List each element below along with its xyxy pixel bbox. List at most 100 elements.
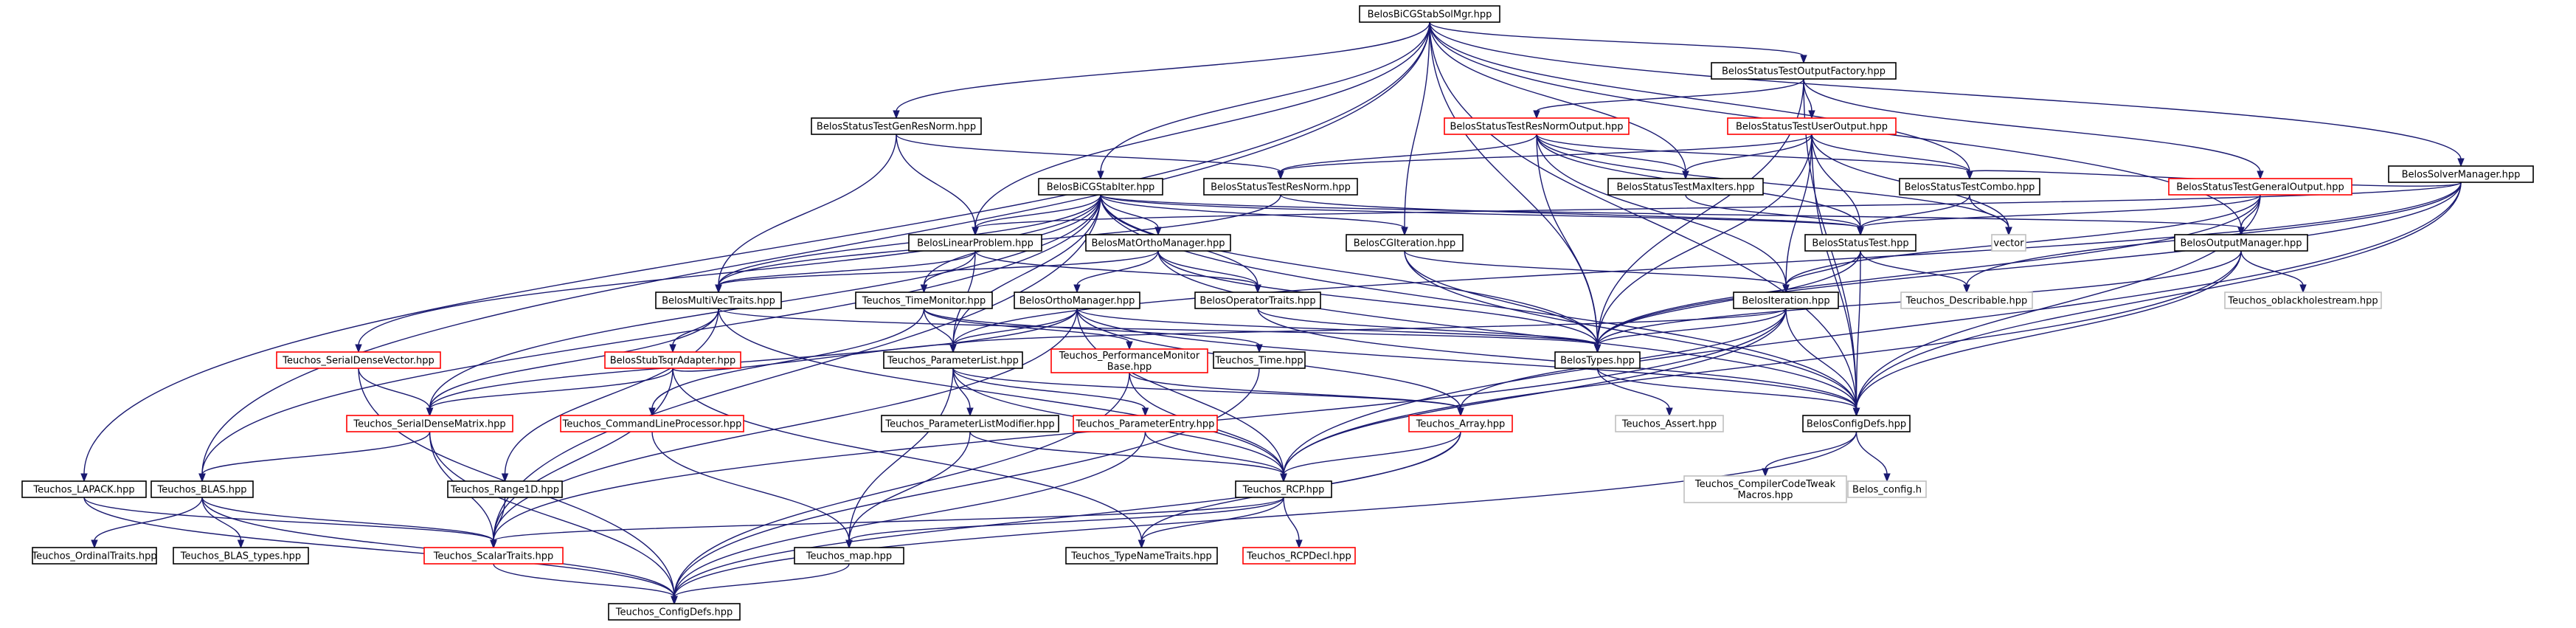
node-box [1346, 234, 1464, 252]
node-label: BelosOutputManager.hpp [2180, 238, 2302, 249]
node-label: BelosSolverManager.hpp [2402, 170, 2521, 181]
dependency-edge-timemon-to-cmdline [648, 308, 925, 417]
node-vector: vector [1991, 234, 2026, 252]
node-time[interactable]: Teuchos_Time.hpp [1213, 351, 1306, 369]
node-genoutput[interactable]: BelosStatusTestGeneralOutput.hpp [2168, 178, 2352, 196]
node-maxiters[interactable]: BelosStatusTestMaxIters.hpp [1607, 178, 1764, 196]
node-cgiter[interactable]: BelosCGIteration.hpp [1346, 234, 1464, 252]
node-blas[interactable]: Teuchos_BLAS.hpp [150, 480, 254, 498]
dependency-edge-rcp-to-scalartraits [490, 497, 1284, 549]
node-label: Teuchos_TypeNameTraits.hpp [1070, 551, 1212, 562]
node-label: BelosStatusTestResNorm.hpp [1211, 182, 1351, 193]
node-label: Teuchos_Assert.hpp [1621, 419, 1717, 430]
node-stubtsqr[interactable]: BelosStubTsqrAdapter.hpp [604, 351, 741, 369]
dependency-edge-root-to-solvermgr [1429, 21, 2465, 168]
node-label: BelosConfigDefs.hpp [1807, 419, 1906, 430]
node-range1d[interactable]: Teuchos_Range1D.hpp [447, 480, 563, 498]
node-label: BelosStatusTestResNormOutput.hpp [1450, 122, 1624, 133]
dependency-edge-paramlist-to-paramentry [952, 368, 1149, 417]
node-box [1235, 480, 1332, 498]
node-label: BelosLinearProblem.hpp [917, 238, 1033, 249]
dependency-edge-matortho-to-mvtraits [715, 250, 1159, 294]
node-box [1899, 178, 2040, 196]
node-box [1065, 547, 1218, 565]
node-box [1711, 62, 1897, 80]
node-useroutput[interactable]: BelosStatusTestUserOutput.hpp [1727, 117, 1897, 135]
dependency-edge-genoutput-to-outmgr [2237, 194, 2261, 236]
node-configdefs[interactable]: BelosConfigDefs.hpp [1802, 415, 1911, 432]
node-genresnorm[interactable]: BelosStatusTestGenResNorm.hpp [811, 117, 982, 135]
node-label: Teuchos_SerialDenseVector.hpp [282, 356, 434, 367]
node-plmodifier[interactable]: Teuchos_ParameterListModifier.hpp [881, 415, 1059, 432]
node-box [1554, 351, 1641, 369]
node-outmgr[interactable]: BelosOutputManager.hpp [2174, 234, 2308, 252]
node-label: Teuchos_ParameterEntry.hpp [1076, 419, 1215, 430]
dependency-edge-bicgiter-to-cgiter [1100, 194, 1408, 236]
node-paramlist[interactable]: Teuchos_ParameterList.hpp [883, 351, 1023, 369]
node-box [423, 547, 564, 565]
node-mvtraits[interactable]: BelosMultiVecTraits.hpp [655, 291, 782, 309]
node-belostypes[interactable]: BelosTypes.hpp [1554, 351, 1641, 369]
node-combo[interactable]: BelosStatusTestCombo.hpp [1899, 178, 2040, 196]
dependency-edge-bicgiter-to-serialdensevec [355, 194, 1101, 353]
dependency-edge-bicgiter-to-linprob [972, 194, 1101, 236]
node-outfactory[interactable]: BelosStatusTestOutputFactory.hpp [1711, 62, 1897, 80]
node-solvermgr[interactable]: BelosSolverManager.hpp [2388, 165, 2534, 183]
node-cmdline[interactable]: Teuchos_CommandLineProcessor.hpp [560, 415, 744, 432]
node-box [1213, 351, 1306, 369]
node-linprob[interactable]: BelosLinearProblem.hpp [908, 234, 1042, 252]
node-lapack[interactable]: Teuchos_LAPACK.hpp [21, 480, 147, 498]
dependency-edge-perfmon-to-array [1129, 372, 1464, 417]
dependency-edge-map-to-tconfigdefs [671, 563, 850, 605]
node-blastypes[interactable]: Teuchos_BLAS_types.hpp [173, 547, 309, 565]
node-label: Teuchos_RCPDecl.hpp [1246, 551, 1351, 562]
node-timemon[interactable]: Teuchos_TimeMonitor.hpp [855, 291, 993, 309]
dependency-edge-useroutput-to-maxiters [1682, 134, 1812, 180]
node-serialdensevec[interactable]: Teuchos_SerialDenseVector.hpp [276, 351, 441, 369]
dependency-edge-stubtsqr-to-paramlist [672, 344, 957, 372]
node-label: Base.hpp [1107, 362, 1152, 373]
node-root[interactable]: BelosBiCGStabSolMgr.hpp [1359, 5, 1500, 23]
node-label: Teuchos_PerformanceMonitor [1059, 351, 1200, 362]
node-box [2224, 291, 2382, 309]
dependency-edge-linprob-to-optraits [974, 250, 1261, 294]
edges-layer [80, 21, 2465, 605]
dependency-edge-matortho-to-configdefs [1157, 250, 1860, 417]
node-box [2388, 165, 2534, 183]
node-tconfigdefs[interactable]: Teuchos_ConfigDefs.hpp [608, 603, 741, 621]
node-bicgiter[interactable]: BelosBiCGStabIter.hpp [1038, 178, 1163, 196]
node-typenametraits[interactable]: Teuchos_TypeNameTraits.hpp [1065, 547, 1218, 565]
node-iteration[interactable]: BelosIteration.hpp [1733, 291, 1839, 309]
node-resnorm[interactable]: BelosStatusTestResNorm.hpp [1203, 178, 1358, 196]
node-box [1607, 178, 1764, 196]
dependency-edge-resnormout-to-combo [1536, 134, 1973, 180]
node-scalartraits[interactable]: Teuchos_ScalarTraits.hpp [423, 547, 564, 565]
node-box [811, 117, 982, 135]
node-label: Teuchos_SerialDenseMatrix.hpp [353, 419, 505, 430]
node-matortho[interactable]: BelosMatOrthoManager.hpp [1085, 234, 1231, 252]
node-ordinal[interactable]: Teuchos_OrdinalTraits.hpp [31, 547, 157, 565]
node-box [1073, 415, 1218, 432]
node-optraits[interactable]: BelosOperatorTraits.hpp [1194, 291, 1321, 309]
node-box [173, 547, 309, 565]
node-rcp[interactable]: Teuchos_RCP.hpp [1235, 480, 1332, 498]
node-serialdensemat[interactable]: Teuchos_SerialDenseMatrix.hpp [346, 415, 513, 432]
node-rcpdecl[interactable]: Teuchos_RCPDecl.hpp [1242, 547, 1356, 565]
node-orthomgr[interactable]: BelosOrthoManager.hpp [1014, 291, 1140, 309]
node-box [608, 603, 741, 621]
node-array[interactable]: Teuchos_Array.hpp [1408, 415, 1513, 432]
dependency-edge-rcp-to-rcpdecl [1283, 497, 1303, 549]
dependency-edge-outmgr-to-oblackhole [2240, 250, 2307, 294]
node-label: BelosStubTsqrAdapter.hpp [610, 356, 736, 367]
dependency-edge-root-to-linprob [972, 21, 1430, 236]
node-paramentry[interactable]: Teuchos_ParameterEntry.hpp [1073, 415, 1218, 432]
node-statustest[interactable]: BelosStatusTest.hpp [1804, 234, 1917, 252]
node-resnormout[interactable]: BelosStatusTestResNormOutput.hpp [1444, 117, 1630, 135]
node-assert: Teuchos_Assert.hpp [1615, 415, 1724, 432]
dependency-edge-resnormout-to-resnorm [1277, 134, 1537, 180]
node-belosconfig: Belos_config.h [1847, 480, 1927, 498]
node-box [2174, 234, 2308, 252]
node-map[interactable]: Teuchos_map.hpp [794, 547, 904, 565]
